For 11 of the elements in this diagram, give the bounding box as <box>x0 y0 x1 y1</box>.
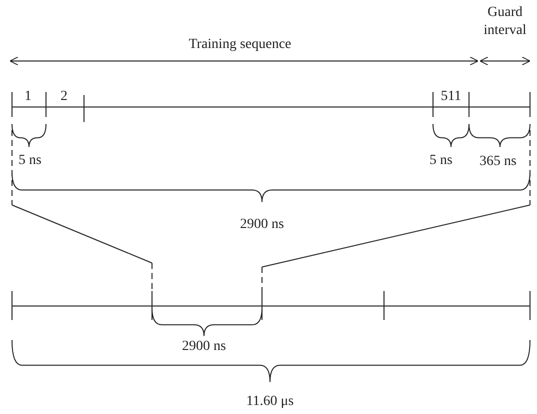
segment-number: 511 <box>440 89 462 105</box>
duration-label: 2900 ns <box>182 339 226 355</box>
duration-label: 2900 ns <box>240 217 284 233</box>
duration-label: 11.60 μs <box>246 394 294 410</box>
duration-label: 365 ns <box>480 154 516 170</box>
duration-label: 5 ns <box>18 153 42 169</box>
segment-number: 2 <box>60 89 68 105</box>
duration-label: 5 ns <box>430 153 452 169</box>
heading: Guard interval <box>482 4 528 40</box>
heading: Training sequence <box>188 37 292 53</box>
segment-number: 1 <box>24 89 32 105</box>
